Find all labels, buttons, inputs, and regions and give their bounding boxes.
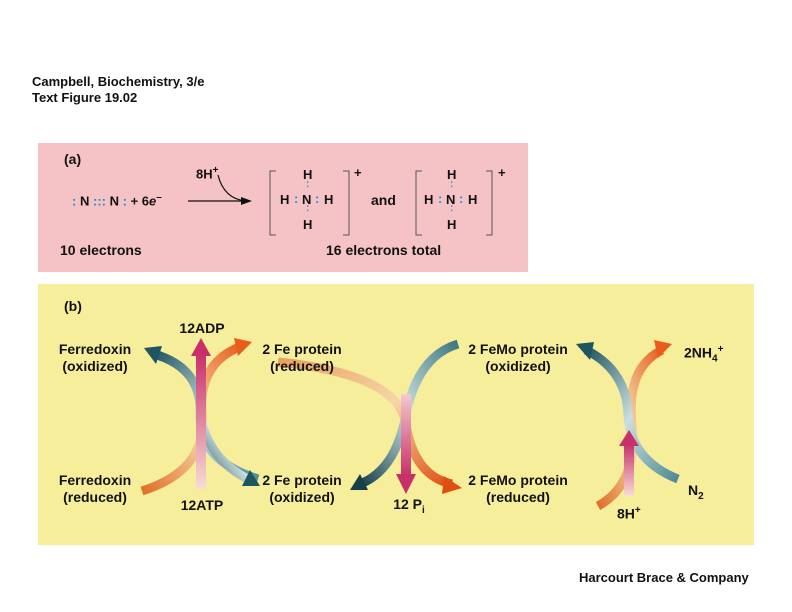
bracket-left-2: [415, 170, 422, 236]
arrowhead-ferredoxin-oxidized: [144, 346, 162, 364]
arrow-n2-to-femo-ox: [583, 345, 680, 484]
n2-label: N2: [688, 482, 704, 505]
nh4-2-h-left: H: [424, 192, 434, 207]
dinitrogen: : N ::: N : + 6e–: [72, 192, 162, 208]
ferredoxin-red-line1: Ferredoxin: [58, 472, 132, 488]
bracket-right-2: [486, 170, 493, 236]
nh4-2-pair-top: :: [450, 179, 454, 190]
nitrogen-atom-2: N: [109, 193, 119, 209]
book-title: Campbell, Biochemistry, 3/e: [32, 74, 205, 89]
ferredoxin-ox-line1: Ferredoxin: [58, 341, 132, 357]
bar-8h: [624, 444, 634, 496]
ferredoxin-reduced-label: Ferredoxin (reduced): [50, 472, 140, 506]
arrowhead-femo-oxidized: [576, 342, 594, 360]
n2-subscript: 2: [698, 490, 704, 502]
triple-bond-dots: :::: [92, 193, 106, 209]
panel-b-graphics: [140, 338, 680, 510]
ferredoxin-oxidized-label: Ferredoxin (oxidized): [50, 341, 140, 375]
nh4-1-pair-top: :: [306, 179, 310, 190]
nh4-1-pair-right: :: [315, 191, 320, 206]
nh4-1-nitrogen: N: [302, 192, 312, 207]
nh4-2-pair-left: :: [438, 191, 443, 206]
reaction-arrow-head: [241, 197, 252, 205]
book-credit: Campbell, Biochemistry, 3/e Text Figure …: [32, 74, 204, 106]
arrowhead-fe-reduced: [234, 338, 252, 356]
nitrogen-atom-1: N: [79, 193, 90, 209]
fe-ox-line1: 2 Fe protein: [262, 472, 342, 488]
nh4-charge: +: [717, 344, 724, 355]
panel-a: (a) : N ::: N : + 6e– 8H+ H : H : N : H …: [38, 143, 528, 272]
electron-symbol: e: [149, 193, 157, 209]
plus-electrons: + 6: [130, 193, 150, 209]
nh4-2-charge: +: [498, 165, 506, 180]
nh4-2-pair-bottom: :: [450, 203, 454, 214]
and-text: and: [371, 192, 396, 208]
arrowhead-8h: [619, 430, 639, 446]
femo-red-line2: (reduced): [486, 489, 550, 505]
panel-b-label: (b): [64, 298, 82, 314]
femo-protein-oxidized-label: 2 FeMo protein (oxidized): [458, 341, 578, 375]
atp-label: 12ATP: [180, 497, 224, 513]
n2-text: N: [688, 482, 699, 498]
ferredoxin-red-line2: (reduced): [63, 489, 127, 505]
h8-text: 8H: [617, 505, 635, 522]
h8-charge: +: [634, 505, 641, 516]
nh4-2-nitrogen: N: [446, 192, 456, 207]
ammonium-label: 2NH4+: [684, 341, 723, 367]
bracket-left-1: [269, 170, 276, 236]
arrowhead-nh4: [654, 340, 672, 358]
fe-red-line2: (reduced): [270, 358, 334, 374]
ferredoxin-ox-line2: (oxidized): [62, 358, 128, 374]
reagent-curve: [217, 174, 247, 202]
adp-label: 12ADP: [179, 320, 225, 336]
nh4-1-pair-bottom: :: [306, 203, 310, 214]
caption-16-electrons: 16 electrons total: [326, 242, 442, 258]
nh4-2-pair-right: :: [459, 191, 464, 206]
arrowhead-fe-oxidized: [242, 470, 260, 486]
protons-label: 8H+: [617, 502, 641, 523]
electron-charge: –: [156, 192, 162, 203]
bracket-right-1: [343, 170, 350, 236]
nh4-1-h-right: H: [324, 192, 334, 207]
reagent-label: 8H+: [196, 165, 218, 181]
bar-atp-to-adp: [196, 354, 206, 489]
lone-pair-left: :: [72, 193, 77, 209]
nh4-subscript: 4: [712, 353, 718, 365]
pi-subscript: i: [422, 504, 425, 516]
panel-a-label: (a): [64, 151, 82, 167]
nh4-2-h-bottom: H: [447, 217, 457, 232]
nh4-text: 2NH: [684, 344, 713, 361]
nh4-1-h-bottom: H: [303, 217, 313, 232]
reagent-text: 8H: [196, 166, 213, 182]
panel-a-graphics: [188, 170, 493, 236]
pi-text: 12 P: [393, 496, 423, 512]
nh4-1-pair-left: :: [294, 191, 299, 206]
arrowhead-femo-reduced: [442, 476, 462, 494]
femo-ox-line1: 2 FeMo protein: [468, 341, 568, 357]
nh4-1-h-top: H: [303, 167, 313, 182]
arrow-fe-red-to-femo-red: [277, 357, 454, 489]
lone-pair-right: :: [122, 193, 127, 209]
femo-red-line1: 2 FeMo protein: [468, 472, 568, 488]
fe-red-line1: 2 Fe protein: [262, 341, 342, 357]
caption-10-electrons: 10 electrons: [60, 242, 142, 258]
arrowhead-pi: [396, 474, 416, 494]
nh4-2-h-top: H: [447, 167, 457, 182]
femo-ox-line2: (oxidized): [485, 358, 551, 374]
pi-label: 12 Pi: [384, 496, 434, 519]
fe-ox-line2: (oxidized): [269, 489, 335, 505]
nh4-1-h-left: H: [280, 192, 290, 207]
nh4-1-charge: +: [354, 165, 362, 180]
bar-pi: [401, 394, 411, 476]
figure-number: Text Figure 19.02: [32, 90, 138, 105]
nh4-2-h-right: H: [468, 192, 478, 207]
fe-protein-oxidized-label: 2 Fe protein (oxidized): [252, 472, 352, 506]
fe-protein-reduced-label: 2 Fe protein (reduced): [252, 341, 352, 375]
arrowhead-adp: [191, 338, 211, 356]
panel-b: (b) Ferredoxin (oxidized) Ferredoxin (re…: [38, 284, 754, 545]
arrowhead-fe-ox-2: [350, 474, 368, 490]
femo-protein-reduced-label: 2 FeMo protein (reduced): [458, 472, 578, 506]
reagent-charge: +: [212, 165, 219, 176]
publisher-credit: Harcourt Brace & Company: [579, 570, 749, 585]
